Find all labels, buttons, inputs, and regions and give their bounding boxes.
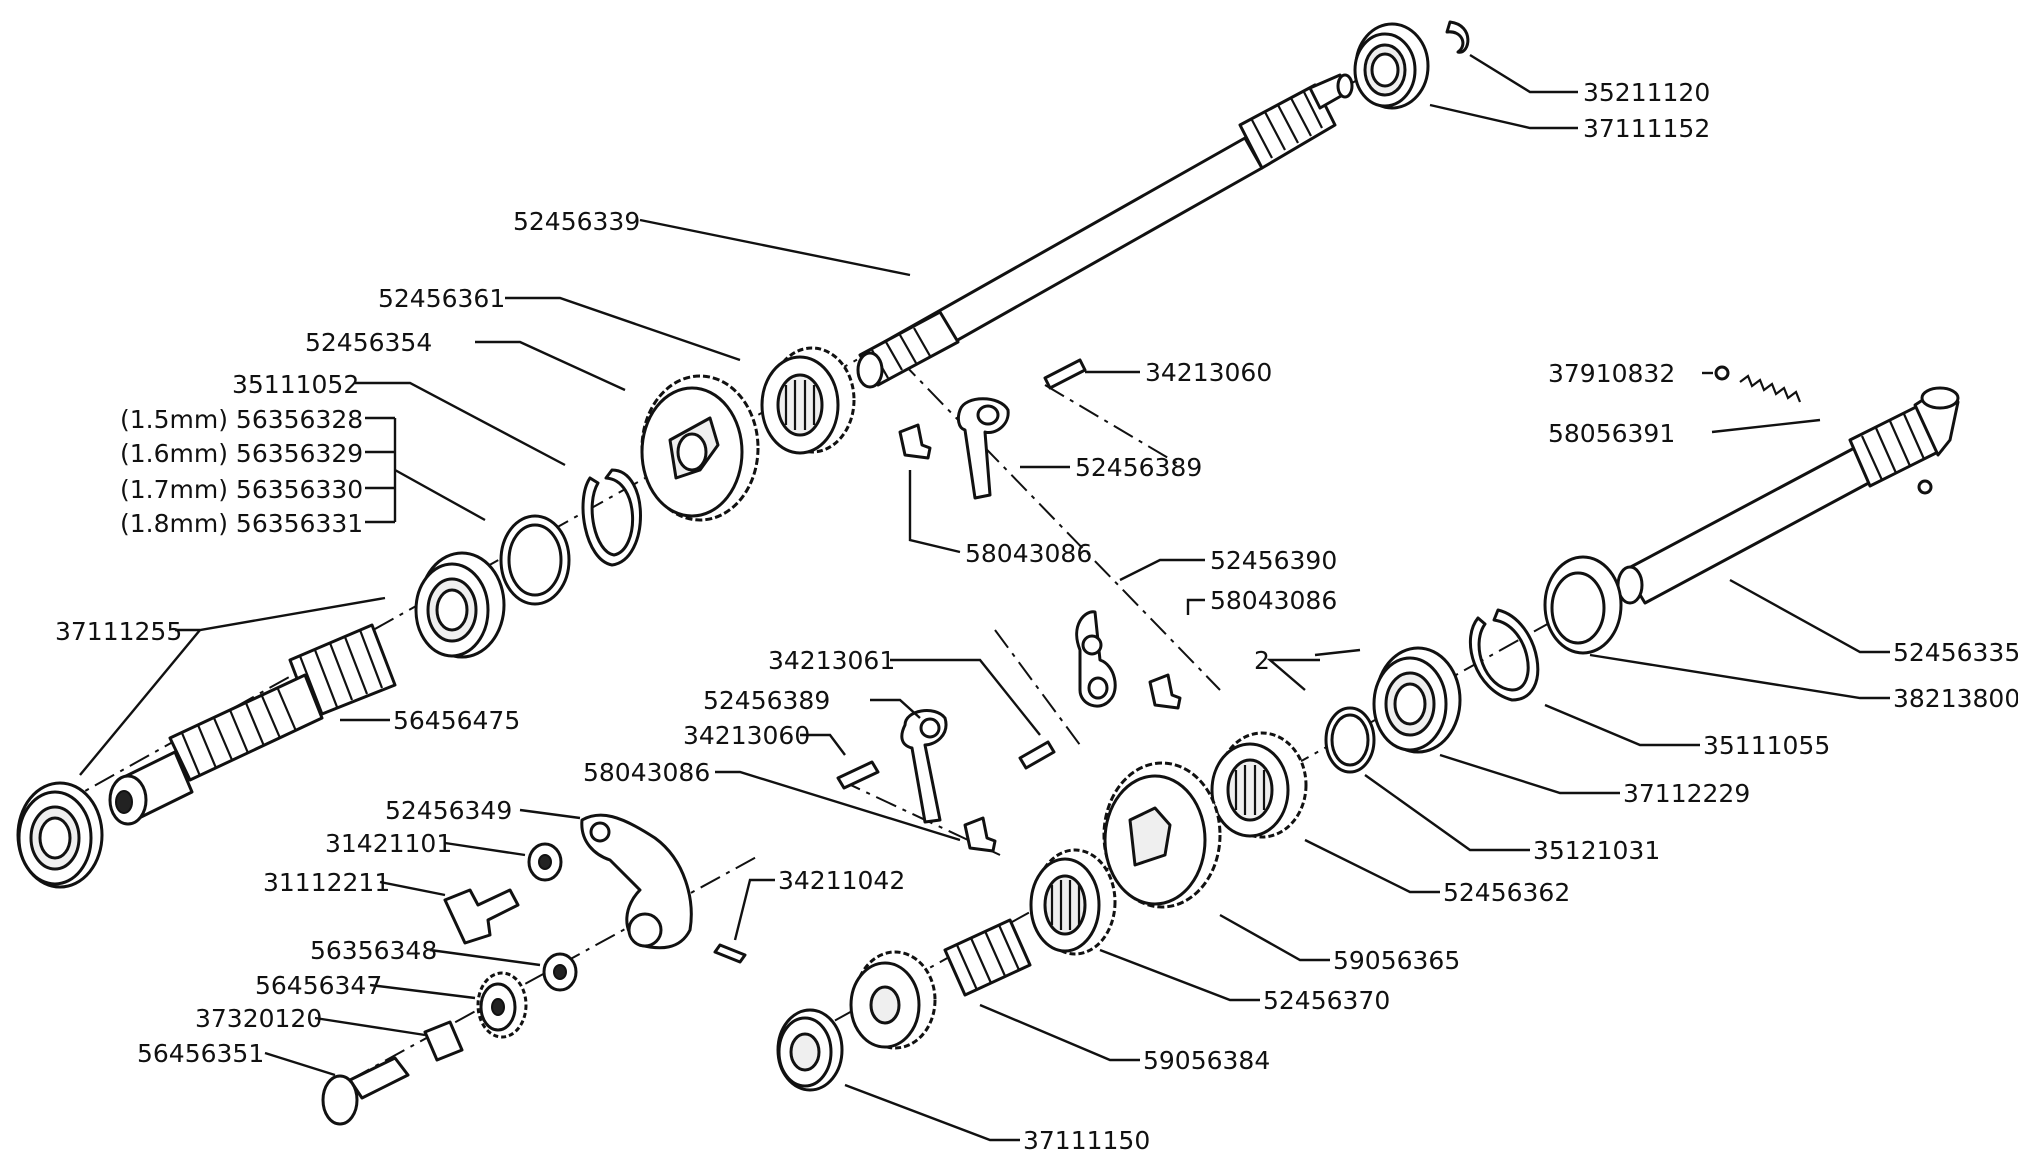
circlip-35111052 <box>581 468 642 567</box>
seal-38213800 <box>1543 555 1623 655</box>
label-52456349: 52456349 <box>385 796 512 825</box>
washer-56356348 <box>542 952 578 992</box>
label-58056391: 58056391 <box>1548 419 1675 448</box>
label-35111055: 35111055 <box>1703 731 1830 760</box>
label-56356328: (1.5mm) 56356328 <box>120 405 363 434</box>
label-34211042: 34211042 <box>778 866 905 895</box>
label-37111255: 37111255 <box>55 617 182 646</box>
lever-52456389-mid <box>900 709 948 824</box>
key-58043086-low <box>963 816 997 853</box>
pin-34213061 <box>1018 740 1056 770</box>
bearing-37111152 <box>1353 22 1430 110</box>
label-37111152: 37111152 <box>1583 114 1710 143</box>
bearing-37112229 <box>1372 646 1462 754</box>
label-37112229: 37112229 <box>1623 779 1750 808</box>
label-58043086-mid: 58043086 <box>1210 586 1337 615</box>
label-56456475: 56456475 <box>393 706 520 735</box>
label-52456389-mid: 52456389 <box>703 686 830 715</box>
needle-bearing-37320120 <box>423 1020 464 1062</box>
shaft-52456339 <box>856 73 1354 389</box>
key-58043086-top <box>898 423 932 460</box>
label-52456390: 52456390 <box>1210 546 1337 575</box>
label-56356348: 56356348 <box>310 936 437 965</box>
bearing-37111255-lower <box>16 781 104 889</box>
label-34213060-top: 34213060 <box>1145 358 1272 387</box>
pin-34213060-mid <box>836 760 880 790</box>
label-31112211: 31112211 <box>263 868 390 897</box>
worm-shaft-56456475 <box>108 623 397 826</box>
label-56356330: (1.7mm) 56356330 <box>120 475 363 504</box>
bolt-31112211 <box>443 888 520 945</box>
ball-37910832 <box>1714 365 1730 381</box>
label-52456389-top: 52456389 <box>1075 453 1202 482</box>
label-56356331: (1.8mm) 56356331 <box>120 509 363 538</box>
gear-shaft-59056384 <box>849 918 1032 1050</box>
label-31421101: 31421101 <box>325 829 452 858</box>
label-35121031: 35121031 <box>1533 836 1660 865</box>
leader-lines <box>79 53 1890 1142</box>
gear-52456362 <box>1210 731 1308 839</box>
bearing-37111255-upper <box>414 551 506 659</box>
circlip-35111055 <box>1468 608 1540 702</box>
label-34213060-mid: 34213060 <box>683 721 810 750</box>
label-35211120: 35211120 <box>1583 78 1710 107</box>
bracket-52456349 <box>580 813 693 950</box>
label-38213800: 38213800 <box>1893 684 2018 713</box>
label-37111150: 37111150 <box>1023 1126 1150 1155</box>
label-56456347: 56456347 <box>255 971 382 1000</box>
label-37910832: 37910832 <box>1548 359 1675 388</box>
label-52456335: 52456335 <box>1893 638 2018 667</box>
circlip-35121031 <box>1324 706 1376 774</box>
label-56356329: (1.6mm) 56356329 <box>120 439 363 468</box>
label-52456370: 52456370 <box>1263 986 1390 1015</box>
circlip-35211120 <box>1445 20 1470 54</box>
pin-34213060-top <box>1043 358 1087 390</box>
label-59056384: 59056384 <box>1143 1046 1270 1075</box>
spring-58056391 <box>1739 374 1802 403</box>
label-2: 2 <box>1254 646 1270 675</box>
lever-52456389-top <box>956 397 1010 500</box>
key-58043086-mid <box>1148 673 1182 710</box>
shim-56356328 <box>499 514 571 606</box>
label-52456361: 52456361 <box>378 284 505 313</box>
ball-small <box>1917 479 1933 495</box>
label-58043086-top: 58043086 <box>965 539 1092 568</box>
washer-31421101 <box>527 842 563 882</box>
part-labels: 35211120 37111152 52456339 52456361 5245… <box>55 78 2018 1155</box>
pin-56456351 <box>321 1056 410 1126</box>
gear-56456347 <box>476 971 528 1039</box>
gear-52456354 <box>640 374 760 522</box>
gear-52456370 <box>1029 848 1117 956</box>
gear-52456361 <box>760 346 856 455</box>
label-37320120: 37320120 <box>195 1004 322 1033</box>
bearing-37111150 <box>776 1008 844 1092</box>
label-52456354: 52456354 <box>305 328 432 357</box>
lever-52456390 <box>1075 610 1117 708</box>
label-58043086-low: 58043086 <box>583 758 710 787</box>
label-35111052: 35111052 <box>232 370 359 399</box>
shaft-52456335 <box>1616 386 1960 605</box>
label-52456362: 52456362 <box>1443 878 1570 907</box>
label-56456351: 56456351 <box>137 1039 264 1068</box>
label-52456339: 52456339 <box>513 207 640 236</box>
gear-59056365 <box>1102 761 1222 909</box>
label-34213061: 34213061 <box>768 646 895 675</box>
pin-34211042 <box>713 943 747 964</box>
label-59056365: 59056365 <box>1333 946 1460 975</box>
